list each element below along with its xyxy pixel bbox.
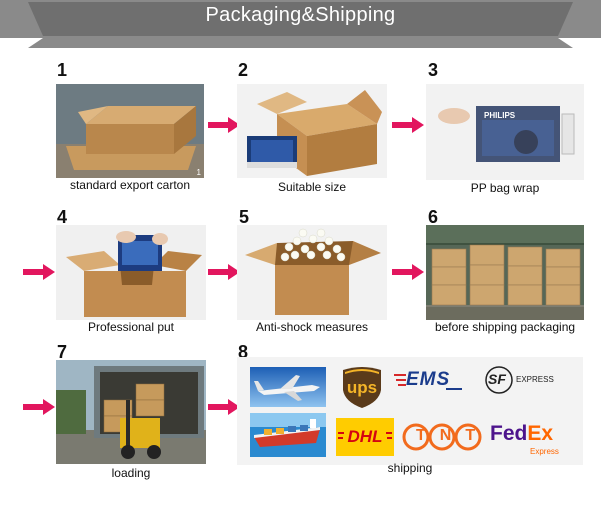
tnt-text: TNT xyxy=(416,427,490,444)
step-image-box-size xyxy=(237,84,387,178)
sf-text: SF xyxy=(488,371,506,387)
step-image-pp-bag: PHILIPS xyxy=(426,84,584,180)
step-number-1: 1 xyxy=(57,60,68,80)
dhl-text: DHL xyxy=(347,427,383,446)
image-badge: 1 xyxy=(196,168,201,177)
arrow-icon xyxy=(392,117,424,133)
page-title: Packaging&Shipping xyxy=(205,4,396,26)
step-caption-2: Suitable size xyxy=(277,180,347,194)
sf-express-text: EXPRESS xyxy=(516,375,554,384)
step-caption-8: shipping xyxy=(387,461,433,475)
step-image-anti-shock xyxy=(237,225,387,320)
step-caption-5: Anti-shock measures xyxy=(255,320,369,334)
cargo-ship-image xyxy=(250,413,326,457)
ups-text: ups xyxy=(346,378,378,397)
airplane-image xyxy=(250,367,326,407)
step-number-5: 5 xyxy=(239,207,250,227)
step-number-6: 6 xyxy=(428,207,439,227)
fedex-logo: FedEx Express xyxy=(490,422,572,460)
ems-text: EMS xyxy=(406,369,451,390)
arrow-icon xyxy=(23,264,55,280)
ups-logo: ups xyxy=(341,364,383,408)
step-number-8: 8 xyxy=(238,342,249,362)
step-caption-4: Professional put xyxy=(87,320,175,334)
fedex-fed-text: Fed xyxy=(490,422,528,445)
step-image-carton: 1 xyxy=(56,84,204,178)
step-caption-6: before shipping packaging xyxy=(434,320,576,334)
step-number-7: 7 xyxy=(57,342,68,362)
fedex-ex-text: Ex xyxy=(527,422,554,445)
philips-label: PHILIPS xyxy=(484,111,516,120)
step-caption-3: PP bag wrap xyxy=(470,181,540,195)
step-number-4: 4 xyxy=(57,207,68,227)
step-number-3: 3 xyxy=(428,60,439,80)
arrow-icon xyxy=(23,399,55,415)
dhl-logo: DHL xyxy=(336,418,394,456)
tnt-logo: TNT xyxy=(402,423,482,451)
arrow-icon xyxy=(392,264,424,280)
banner-shape xyxy=(0,0,601,48)
arrow-icon xyxy=(208,264,240,280)
fedex-express-text: Express xyxy=(530,447,559,456)
header-banner: Packaging&Shipping xyxy=(0,0,601,48)
step-caption-7: loading xyxy=(111,466,151,480)
arrow-icon xyxy=(208,399,240,415)
ems-logo: EMS xyxy=(394,368,464,392)
step-image-loading xyxy=(56,360,206,464)
step-number-2: 2 xyxy=(238,60,249,80)
sf-express-logo: SF EXPRESS xyxy=(484,365,554,395)
step-image-warehouse xyxy=(426,225,584,320)
step-image-put xyxy=(56,225,206,320)
arrow-icon xyxy=(208,117,240,133)
step-caption-1: standard export carton xyxy=(69,178,191,192)
